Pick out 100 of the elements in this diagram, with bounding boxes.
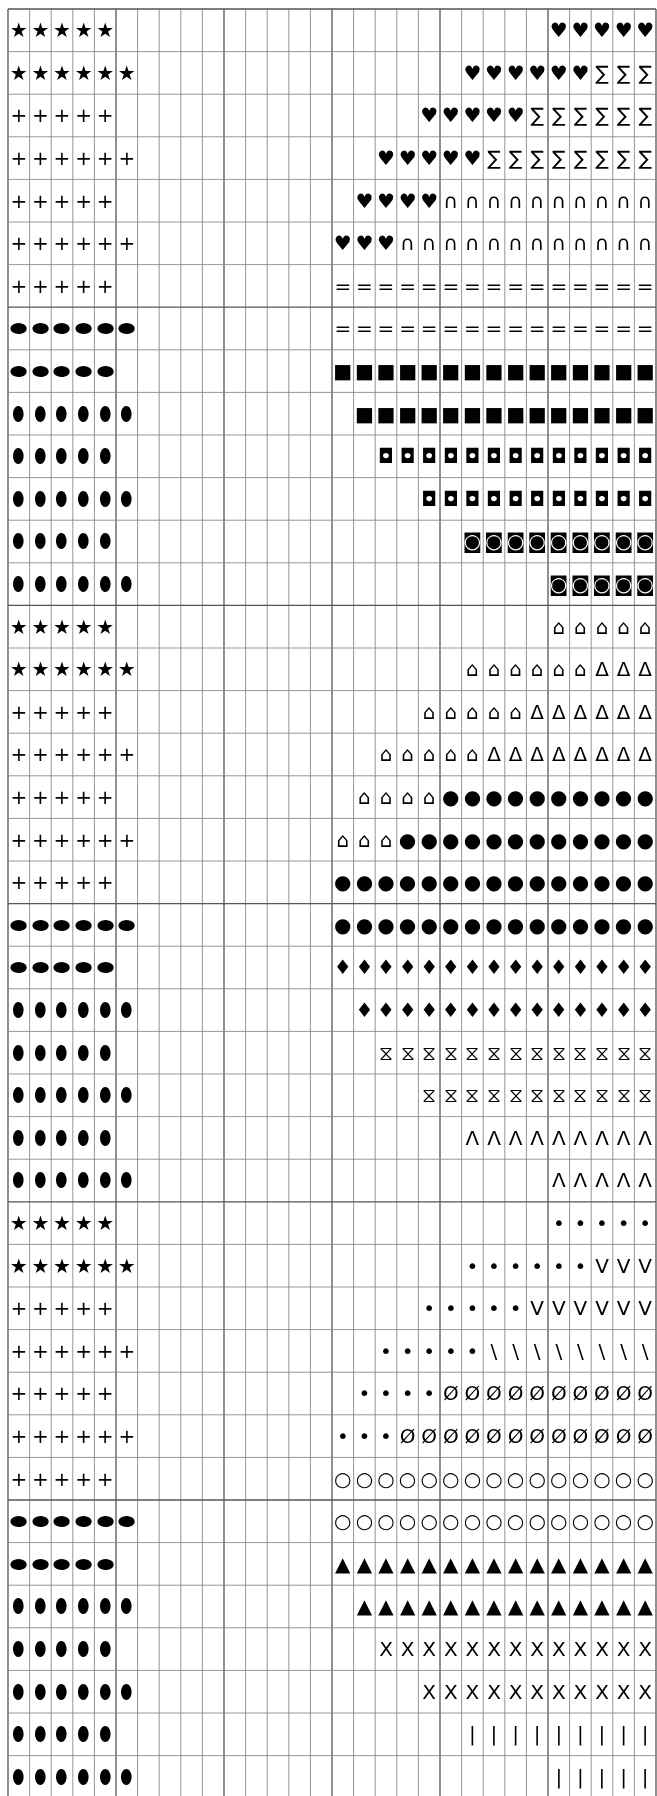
chart-symbol: ⌂ xyxy=(465,698,480,726)
chart-symbol: ∩ xyxy=(593,187,611,215)
chart-symbol: ★ xyxy=(30,613,51,641)
chart-symbol: ♥ xyxy=(592,17,612,45)
chart-symbol: ▲ xyxy=(550,1593,568,1621)
chart-symbol: ■ xyxy=(505,400,527,428)
chart-symbol: ♥ xyxy=(548,17,569,45)
chart-symbol: + xyxy=(31,1465,50,1493)
chart-symbol: ◘ xyxy=(463,443,482,471)
chart-symbol: ▲ xyxy=(355,1593,374,1621)
chart-symbol: ● xyxy=(462,869,483,897)
chart-symbol: ♦ xyxy=(462,997,483,1025)
chart-symbol: X xyxy=(594,1678,610,1706)
chart-symbol: ⬮ xyxy=(11,485,27,513)
chart-symbol: ⬬ xyxy=(9,911,29,939)
chart-symbol: ★ xyxy=(52,17,72,45)
chart-symbol: ⬮ xyxy=(76,1593,92,1621)
chart-symbol: ⬮ xyxy=(76,1082,92,1110)
chart-symbol: ∑ xyxy=(507,145,524,173)
chart-symbol: ⧖ xyxy=(464,1082,481,1110)
chart-symbol: ⬮ xyxy=(32,1678,48,1706)
chart-symbol: Δ xyxy=(615,656,632,684)
chart-symbol: Λ xyxy=(529,1124,546,1152)
chart-symbol: \ xyxy=(576,1337,585,1365)
chart-symbol: X xyxy=(594,1636,610,1664)
chart-symbol: = xyxy=(333,315,353,343)
chart-symbol: = xyxy=(571,315,590,343)
chart-symbol: ○ xyxy=(570,1465,591,1493)
chart-symbol: V xyxy=(594,1252,610,1280)
chart-symbol: ⬮ xyxy=(76,1721,92,1749)
chart-symbol: ⬮ xyxy=(119,485,135,513)
chart-symbol: ★ xyxy=(8,1252,29,1280)
chart-symbol: ● xyxy=(419,826,439,854)
chart-symbol: ♦ xyxy=(548,997,569,1025)
chart-symbol: Ø xyxy=(636,1423,655,1451)
chart-symbol: ▲ xyxy=(334,1550,352,1578)
chart-symbol: ⬮ xyxy=(97,997,113,1025)
chart-symbol: ⬮ xyxy=(11,1593,27,1621)
chart-symbol: ● xyxy=(613,869,634,897)
chart-symbol: • xyxy=(508,1252,523,1280)
chart-symbol: ⬮ xyxy=(54,1082,70,1110)
chart-symbol: ⬮ xyxy=(32,1721,48,1749)
chart-symbol: ★ xyxy=(116,656,137,684)
chart-symbol: ∑ xyxy=(486,145,502,173)
chart-symbol: ⌂ xyxy=(529,656,545,684)
chart-symbol: = xyxy=(419,272,439,300)
chart-symbol: = xyxy=(398,272,417,300)
chart-symbol: ▲ xyxy=(442,1593,460,1621)
chart-symbol: V xyxy=(550,1295,567,1323)
chart-symbol: Δ xyxy=(529,698,546,726)
chart-symbol: ⬮ xyxy=(97,1124,113,1152)
chart-symbol: + xyxy=(31,784,50,812)
chart-symbol: ⬬ xyxy=(95,358,115,386)
chart-symbol: ★ xyxy=(8,613,29,641)
chart-symbol: ⌂ xyxy=(508,656,523,684)
chart-symbol: ◙ xyxy=(548,528,570,556)
chart-symbol: ⌂ xyxy=(443,741,459,769)
chart-symbol: X xyxy=(615,1636,632,1664)
chart-symbol: ◙ xyxy=(591,528,613,556)
chart-symbol: Λ xyxy=(615,1167,632,1195)
chart-symbol: ⬬ xyxy=(74,911,94,939)
chart-symbol: + xyxy=(52,272,72,300)
chart-symbol: ■ xyxy=(505,358,527,386)
chart-symbol: ● xyxy=(592,784,612,812)
chart-symbol: \ xyxy=(489,1337,499,1365)
chart-symbol: V xyxy=(594,1295,610,1323)
chart-symbol: ⌂ xyxy=(378,784,394,812)
chart-symbol: ▲ xyxy=(528,1593,546,1621)
chart-symbol: + xyxy=(31,1423,50,1451)
chart-symbol: ⌂ xyxy=(465,656,480,684)
chart-symbol: ♦ xyxy=(570,954,591,982)
chart-symbol: V xyxy=(637,1295,654,1323)
chart-symbol: Ø xyxy=(549,1423,568,1451)
chart-symbol: = xyxy=(614,272,633,300)
chart-symbol: ∑ xyxy=(572,102,589,130)
chart-symbol: ∑ xyxy=(615,145,632,173)
chart-symbol: Δ xyxy=(572,741,589,769)
chart-symbol: ⬮ xyxy=(76,1167,92,1195)
chart-symbol: Δ xyxy=(615,698,632,726)
chart-symbol: • xyxy=(379,1337,393,1365)
chart-symbol: = xyxy=(549,272,569,300)
chart-symbol: ◙ xyxy=(548,571,570,599)
chart-symbol: Ø xyxy=(420,1423,439,1451)
chart-symbol: + xyxy=(9,230,29,258)
chart-symbol: | xyxy=(597,1763,607,1791)
chart-symbol: ♦ xyxy=(484,954,504,982)
chart-symbol: ● xyxy=(549,826,569,854)
chart-symbol: Δ xyxy=(486,741,502,769)
chart-symbol: ⬮ xyxy=(32,1636,48,1664)
chart-symbol: ○ xyxy=(549,1508,569,1536)
chart-symbol: ♥ xyxy=(548,59,569,87)
chart-symbol: ▲ xyxy=(593,1593,611,1621)
chart-symbol: • xyxy=(487,1252,501,1280)
chart-symbol: = xyxy=(441,315,461,343)
chart-symbol: ⬮ xyxy=(11,1039,27,1067)
chart-symbol: ★ xyxy=(30,656,51,684)
chart-symbol: ⌂ xyxy=(594,613,610,641)
chart-symbol: + xyxy=(74,869,93,897)
chart-symbol: ◙ xyxy=(483,528,505,556)
chart-symbol: ○ xyxy=(441,1465,461,1493)
